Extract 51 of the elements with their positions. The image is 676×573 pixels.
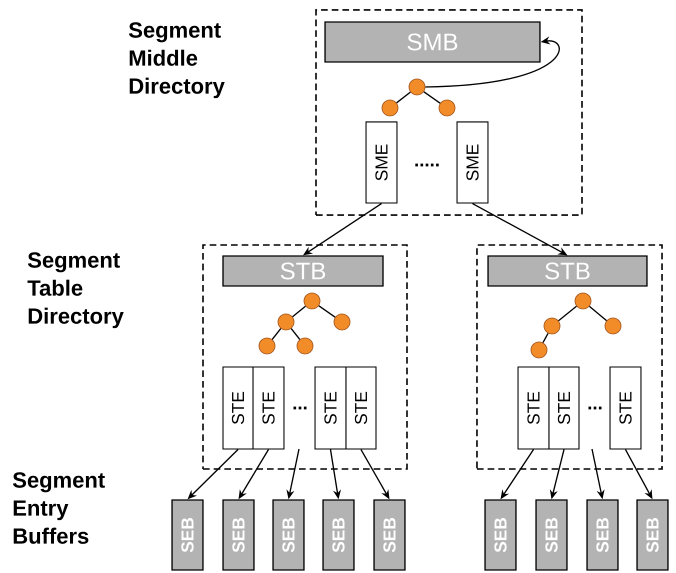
buffer-box: SEB [322, 499, 355, 571]
tree-line [290, 328, 300, 340]
level-label: Segment Entry Buffers [12, 472, 105, 544]
tree-node-circle [304, 292, 320, 310]
buffer-box: SEB [373, 499, 406, 571]
ellipsis: ... [294, 406, 306, 410]
entry-box: STE [518, 366, 550, 450]
tree-node-circle [604, 318, 622, 334]
level-label: Segment Middle Directory [128, 22, 225, 98]
tree-line [272, 328, 282, 340]
buffer-box: SEB [484, 499, 517, 571]
entry-box: STE [314, 366, 346, 450]
tree-line [292, 306, 306, 318]
tree-node-circle [438, 100, 456, 116]
tree-line [396, 92, 411, 104]
tree-node-circle [296, 338, 314, 354]
buffer-box: SEB [272, 499, 305, 571]
entry-box: SME [366, 121, 398, 204]
tree-line [542, 333, 549, 343]
tree-node-circle [334, 314, 350, 330]
entry-box: STE [610, 366, 642, 450]
entry-box: STE [252, 366, 284, 450]
entry-box: STE [548, 366, 580, 450]
buffer-box: SEB [171, 499, 204, 571]
buffer-box: SEB [586, 499, 619, 571]
tree-node-circle [530, 342, 548, 358]
dashed-frame [476, 244, 663, 470]
entry-box: STE [222, 366, 254, 450]
tree-node-circle [544, 318, 560, 334]
tree-node-circle [574, 292, 592, 310]
buffer-box: SEB [636, 499, 669, 571]
tree-line [318, 305, 336, 318]
entry-box: SME [456, 121, 488, 204]
tree-line [424, 91, 440, 104]
tree-line [589, 306, 607, 322]
dashed-frame [202, 244, 408, 470]
header-bar: SMB [324, 21, 541, 63]
dashed-frame [315, 9, 583, 216]
buffer-box: SEB [535, 499, 568, 571]
buffer-box: SEB [222, 499, 255, 571]
ellipsis: ... [588, 406, 602, 410]
header-bar: STB [487, 255, 648, 287]
tree-node-circle [382, 100, 398, 116]
tree-node-circle [408, 78, 426, 96]
level-label: Segment Table Directory [28, 252, 124, 328]
entry-box: STE [345, 366, 377, 450]
tree-node-circle [258, 338, 276, 354]
tree-node-circle [278, 314, 294, 330]
header-bar: STB [222, 255, 384, 287]
tree-line [558, 306, 577, 322]
ellipsis: ..... [415, 164, 439, 166]
